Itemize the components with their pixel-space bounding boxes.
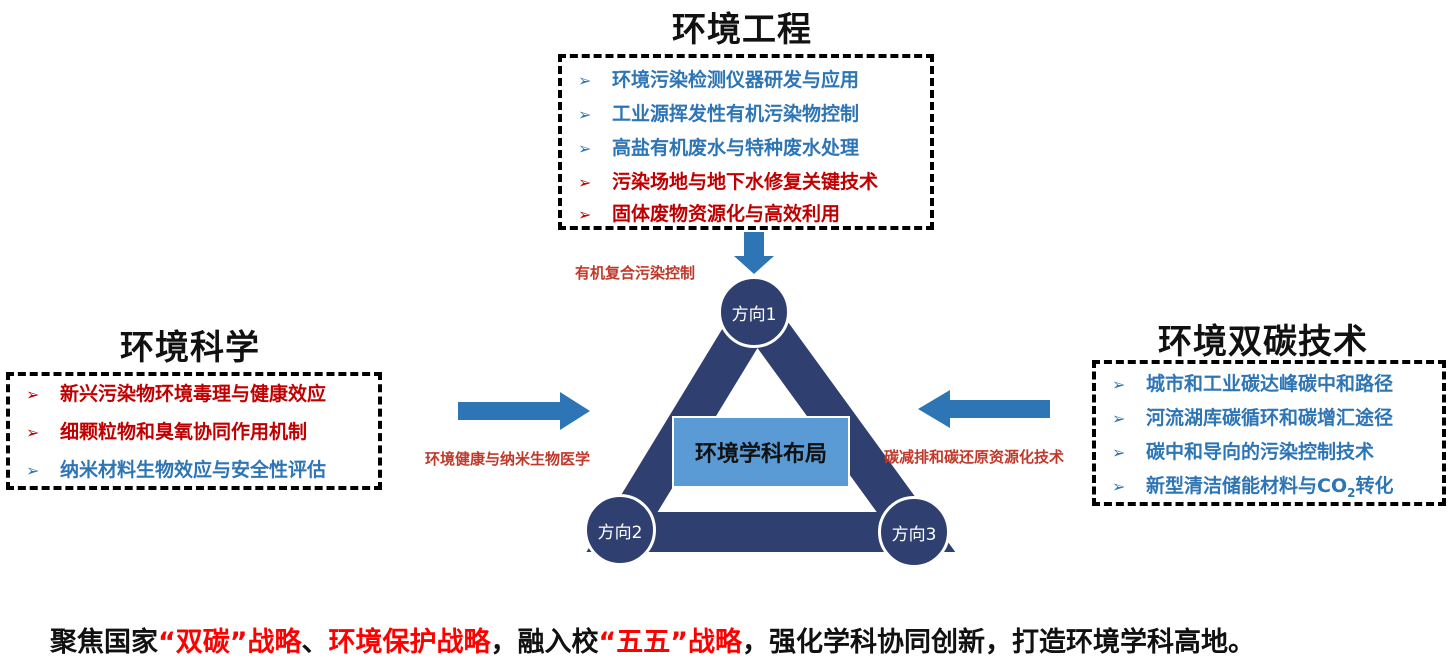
right-arrow-icon [458,392,590,430]
left-topic-box: ➢ 新兴污染物环境毒理与健康效应 ➢ 细颗粒物和臭氧协同作用机制 ➢ 纳米材料生物效应… [6,372,382,490]
list-item: ➢ 河流湖库碳循环和碳增汇途径 [1112,406,1393,431]
list-item: ➢ 环境污染检测仪器研发与应用 [578,68,859,93]
top-topic-box: ➢ 环境污染检测仪器研发与应用 ➢ 工业源挥发性有机污染物控制 ➢ 高盐有机废水与特种… [558,54,934,230]
top-caption: 有机复合污染控制 [575,264,696,282]
down-arrow-icon [734,232,774,274]
list-item: ➢ 新型清洁储能材料与CO2转化 [1112,474,1393,505]
list-item: ➢ 城市和工业碳达峰碳中和路径 [1112,372,1393,397]
item-text: 河流湖库碳循环和碳增汇途径 [1146,407,1394,429]
list-item: ➢ 工业源挥发性有机污染物控制 [578,102,859,127]
list-item: ➢ 高盐有机废水与特种废水处理 [578,136,859,161]
list-item: ➢ 纳米材料生物效应与安全性评估 [26,458,326,483]
arrow-bullet-icon: ➢ [1112,443,1126,462]
arrow-bullet-icon: ➢ [578,139,592,158]
item-subscript: 2 [1347,485,1356,500]
footer-part: 聚焦国家 [50,627,158,658]
footer-part: 、 [301,627,329,658]
arrow-bullet-icon: ➢ [578,173,592,192]
footer-part: ，强化学科协同创新，打造环境学科高地。 [742,627,1255,658]
item-text: 固体废物资源化与高效利用 [612,203,841,225]
item-text: 纳米材料生物效应与安全性评估 [60,459,327,481]
item-text: 工业源挥发性有机污染物控制 [612,103,860,125]
arrow-bullet-icon: ➢ [1112,375,1126,394]
footer-part: ，融入校 [490,627,599,658]
list-item: ➢ 细颗粒物和臭氧协同作用机制 [26,420,307,445]
center-label-box: 环境学科布局 [672,416,850,488]
left-arrow-icon [918,390,1050,428]
item-text: 环境污染检测仪器研发与应用 [612,69,860,91]
item-text-tail: 转化 [1355,475,1394,497]
footer-statement: 聚焦国家“双碳”战略、环境保护战略，融入校“五五”战略，强化学科协同创新，打造环… [50,620,1255,659]
arrow-bullet-icon: ➢ [578,205,592,224]
list-item: ➢ 新兴污染物环境毒理与健康效应 [26,382,326,407]
node-direction-3: 方向3 [878,496,950,568]
list-item: ➢ 固体废物资源化与高效利用 [578,202,840,227]
item-text: 碳中和导向的污染控制技术 [1146,441,1375,463]
item-text: 新兴污染物环境毒理与健康效应 [60,383,327,405]
top-heading: 环境工程 [672,10,812,50]
right-caption: 碳减排和碳还原资源化技术 [884,448,1065,466]
footer-highlight: “五五”战略 [598,627,743,658]
node-direction-2: 方向2 [584,494,656,566]
item-text: 高盐有机废水与特种废水处理 [612,137,860,159]
list-item: ➢ 碳中和导向的污染控制技术 [1112,440,1374,465]
arrow-bullet-icon: ➢ [26,461,40,480]
arrow-bullet-icon: ➢ [578,71,592,90]
left-heading: 环境科学 [120,328,260,368]
arrow-bullet-icon: ➢ [26,423,40,442]
list-item: ➢ 污染场地与地下水修复关键技术 [578,170,878,195]
right-heading: 环境双碳技术 [1158,322,1368,362]
item-text: 细颗粒物和臭氧协同作用机制 [60,421,308,443]
arrow-bullet-icon: ➢ [578,105,592,124]
item-text: 污染场地与地下水修复关键技术 [612,171,879,193]
arrow-bullet-icon: ➢ [26,385,40,404]
right-topic-box: ➢ 城市和工业碳达峰碳中和路径 ➢ 河流湖库碳循环和碳增汇途径 ➢ 碳中和导向的污染控… [1092,360,1446,506]
node-direction-1: 方向1 [718,276,790,348]
left-caption: 环境健康与纳米生物医学 [425,450,591,468]
item-text: 新型清洁储能材料与CO [1146,475,1348,497]
item-text: 城市和工业碳达峰碳中和路径 [1146,373,1394,395]
footer-highlight: 环境保护战略 [328,627,491,658]
footer-highlight: “双碳”战略 [158,627,302,658]
arrow-bullet-icon: ➢ [1112,477,1126,496]
arrow-bullet-icon: ➢ [1112,409,1126,428]
